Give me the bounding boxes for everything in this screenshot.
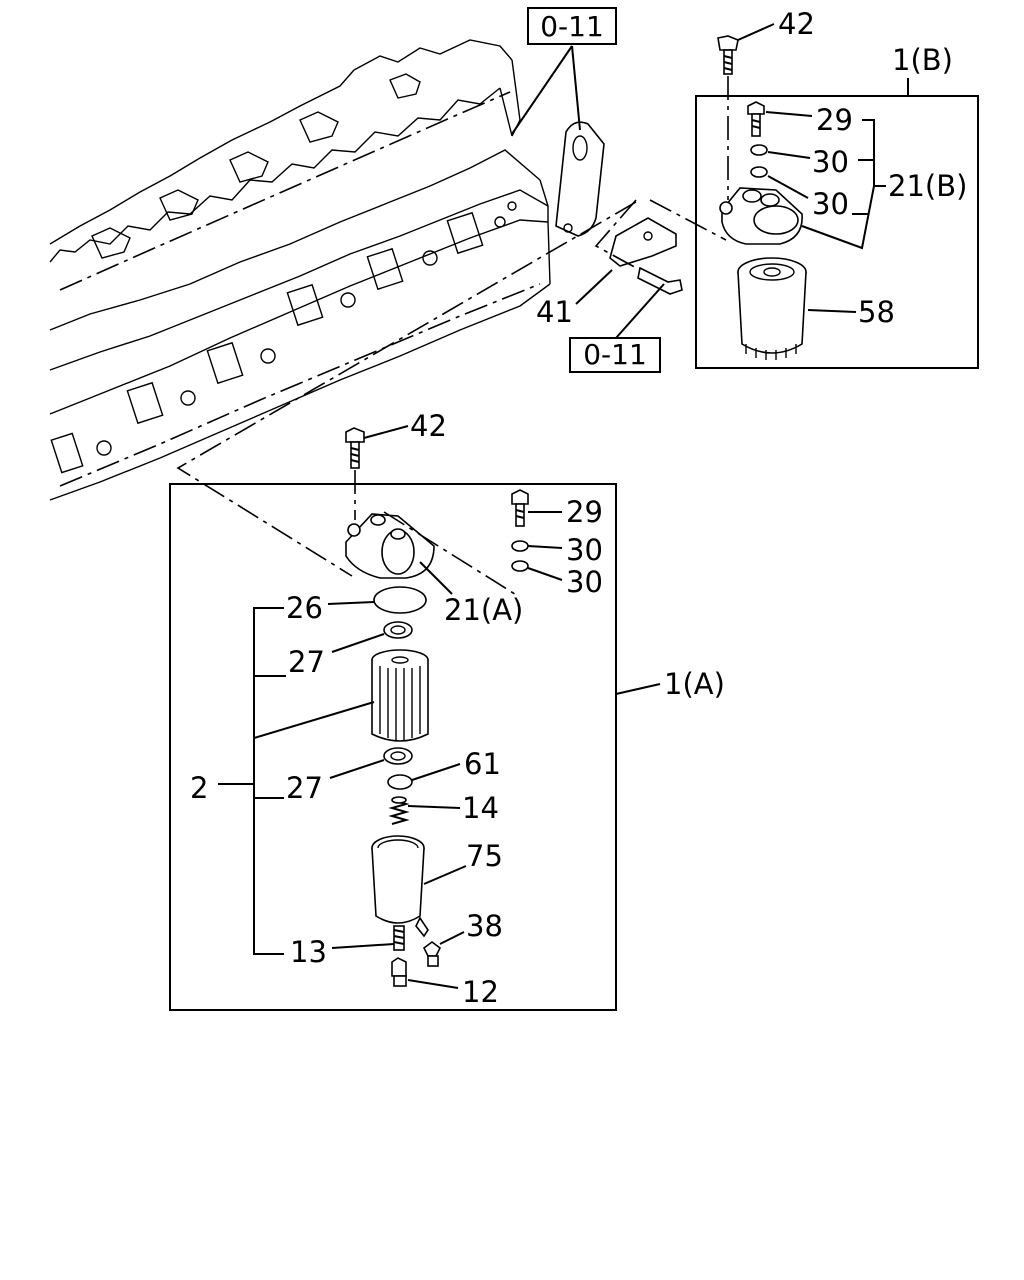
callout-75: 75 [466,839,503,873]
washer-61-drawing [387,774,413,790]
washer-30-b1-drawing [750,144,768,156]
callout-38: 38 [466,909,503,943]
bowl-75-drawing [371,835,429,938]
callout-29-a: 29 [566,495,603,529]
callout-58: 58 [858,295,895,329]
callout-61: 61 [464,747,501,781]
ref-mid-label: 0-11 [583,338,647,371]
bolt-42-a-drawing [345,427,365,469]
spring-14-drawing [388,796,410,825]
callout-14: 14 [462,791,499,825]
callout-42-top: 42 [778,7,815,41]
assembly-1b-label: 1(B) [892,43,953,77]
callout-26: 26 [286,591,323,625]
locating-line-main [176,201,637,577]
engine-block-hidden-lines [59,91,541,487]
leader-21b [801,119,886,250]
filter-head-21b-drawing [719,187,803,245]
callout-30-a1: 30 [566,533,603,567]
callout-21b: 21(B) [888,169,967,203]
ref-top-label: 0-11 [540,10,604,43]
bracket-41-drawing [609,217,683,295]
callout-2: 2 [190,771,208,805]
callout-42-a: 42 [410,409,447,443]
group-2-bracket [253,607,375,955]
callout-13: 13 [290,935,327,969]
spin-on-filter-58-drawing [737,257,807,360]
bracket-drawing [555,121,605,237]
callout-30-a2: 30 [566,565,603,599]
callout-12: 12 [462,975,499,1009]
callout-21a: 21(A) [444,593,523,627]
leader-42-top [737,23,775,41]
bolt-42-top-drawing [717,35,739,75]
plug-12-drawing [391,957,407,987]
screw-38-drawing [422,941,442,967]
ref-top-leader [511,45,581,135]
washer-30-a2-drawing [511,560,529,572]
leader-1a [615,683,661,695]
bolt-29-b-drawing [747,101,765,137]
callout-27-2: 27 [286,771,323,805]
callout-29-b: 29 [816,103,853,137]
callout-41: 41 [536,295,573,329]
assembly-1b-box [695,95,979,369]
o-ring-26-drawing [373,586,427,614]
washer-30-b2-drawing [750,166,768,178]
assembly-1a-box [169,483,617,1011]
callout-30-b1: 30 [812,145,849,179]
washer-30-a1-drawing [511,540,529,552]
callout-27-1: 27 [288,645,325,679]
seal-27-upper-drawing [383,621,413,639]
filter-element-drawing [371,649,429,742]
assembly-1a-label: 1(A) [664,667,725,701]
drain-13-drawing [393,925,405,951]
engine-block-drawing [49,39,551,501]
ref-box-top[interactable]: 0-11 [527,7,617,45]
seal-27-lower-drawing [383,747,413,765]
ref-box-mid[interactable]: 0-11 [569,337,661,373]
bolt-29-a-drawing [511,489,529,527]
callout-30-b2: 30 [812,187,849,221]
filter-head-21a-drawing [345,513,435,579]
